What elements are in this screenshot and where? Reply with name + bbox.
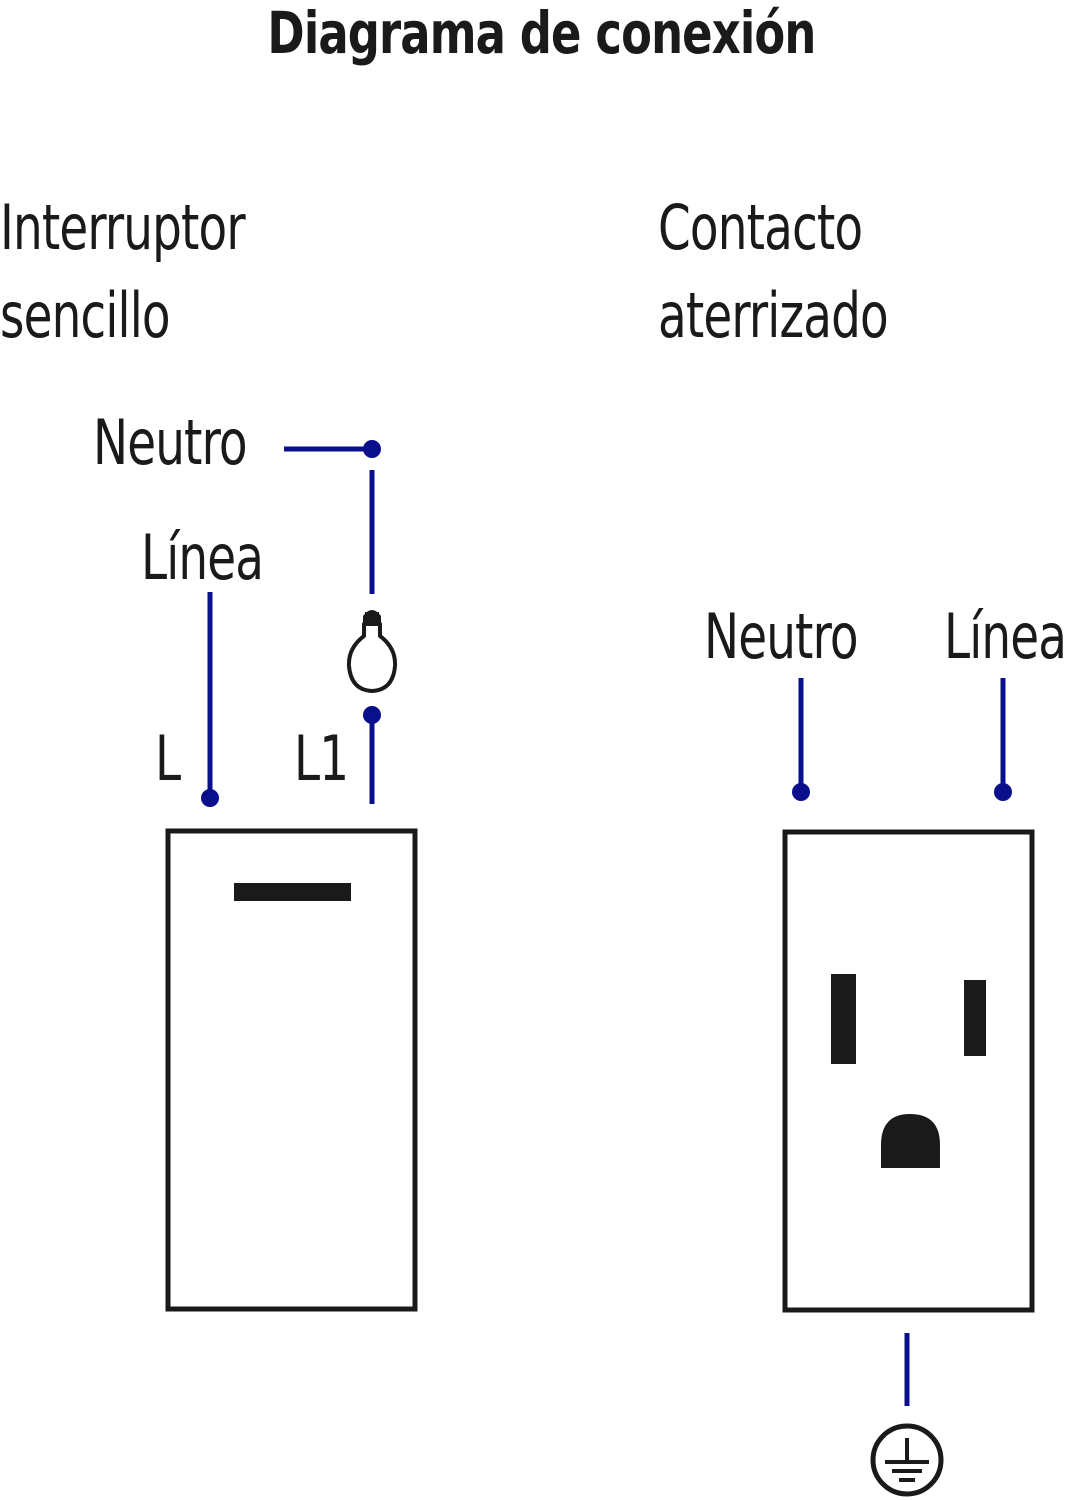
switch-wiring [201, 440, 381, 807]
outlet-title-line2: aterrizado [658, 279, 889, 352]
outlet-wiring [792, 678, 1012, 1406]
page-title: Diagrama de conexión [267, 0, 816, 67]
terminal-l-label: L [155, 722, 181, 795]
outlet-line-node [994, 783, 1012, 801]
switch-title-line1: Interruptor [0, 191, 246, 264]
light-bulb-icon [346, 610, 398, 693]
terminal-l1-label: L1 [294, 722, 349, 795]
outlet-body [782, 829, 1035, 1313]
outlet-neutral-label: Neutro [704, 600, 859, 673]
outlet-neutral-node [792, 783, 810, 801]
switch-neutral-node [363, 440, 381, 458]
switch-neutral-label: Neutro [93, 406, 248, 479]
switch-line-label: Línea [141, 521, 264, 594]
ground-symbol-icon [870, 1423, 944, 1497]
outlet-title-line1: Contacto [658, 191, 863, 264]
switch-title-line2: sencillo [0, 279, 171, 352]
terminal-l-node [201, 789, 219, 807]
switch-toggle-bar [234, 883, 351, 901]
outlet-line-label: Línea [944, 600, 1067, 673]
outlet-hot-slot [964, 980, 986, 1056]
outlet-neutral-slot [831, 974, 856, 1064]
outlet-ground-slot [881, 1114, 940, 1168]
switch-body [165, 828, 418, 1312]
outlet-plate [782, 829, 1035, 1313]
switch-plate [165, 828, 418, 1312]
